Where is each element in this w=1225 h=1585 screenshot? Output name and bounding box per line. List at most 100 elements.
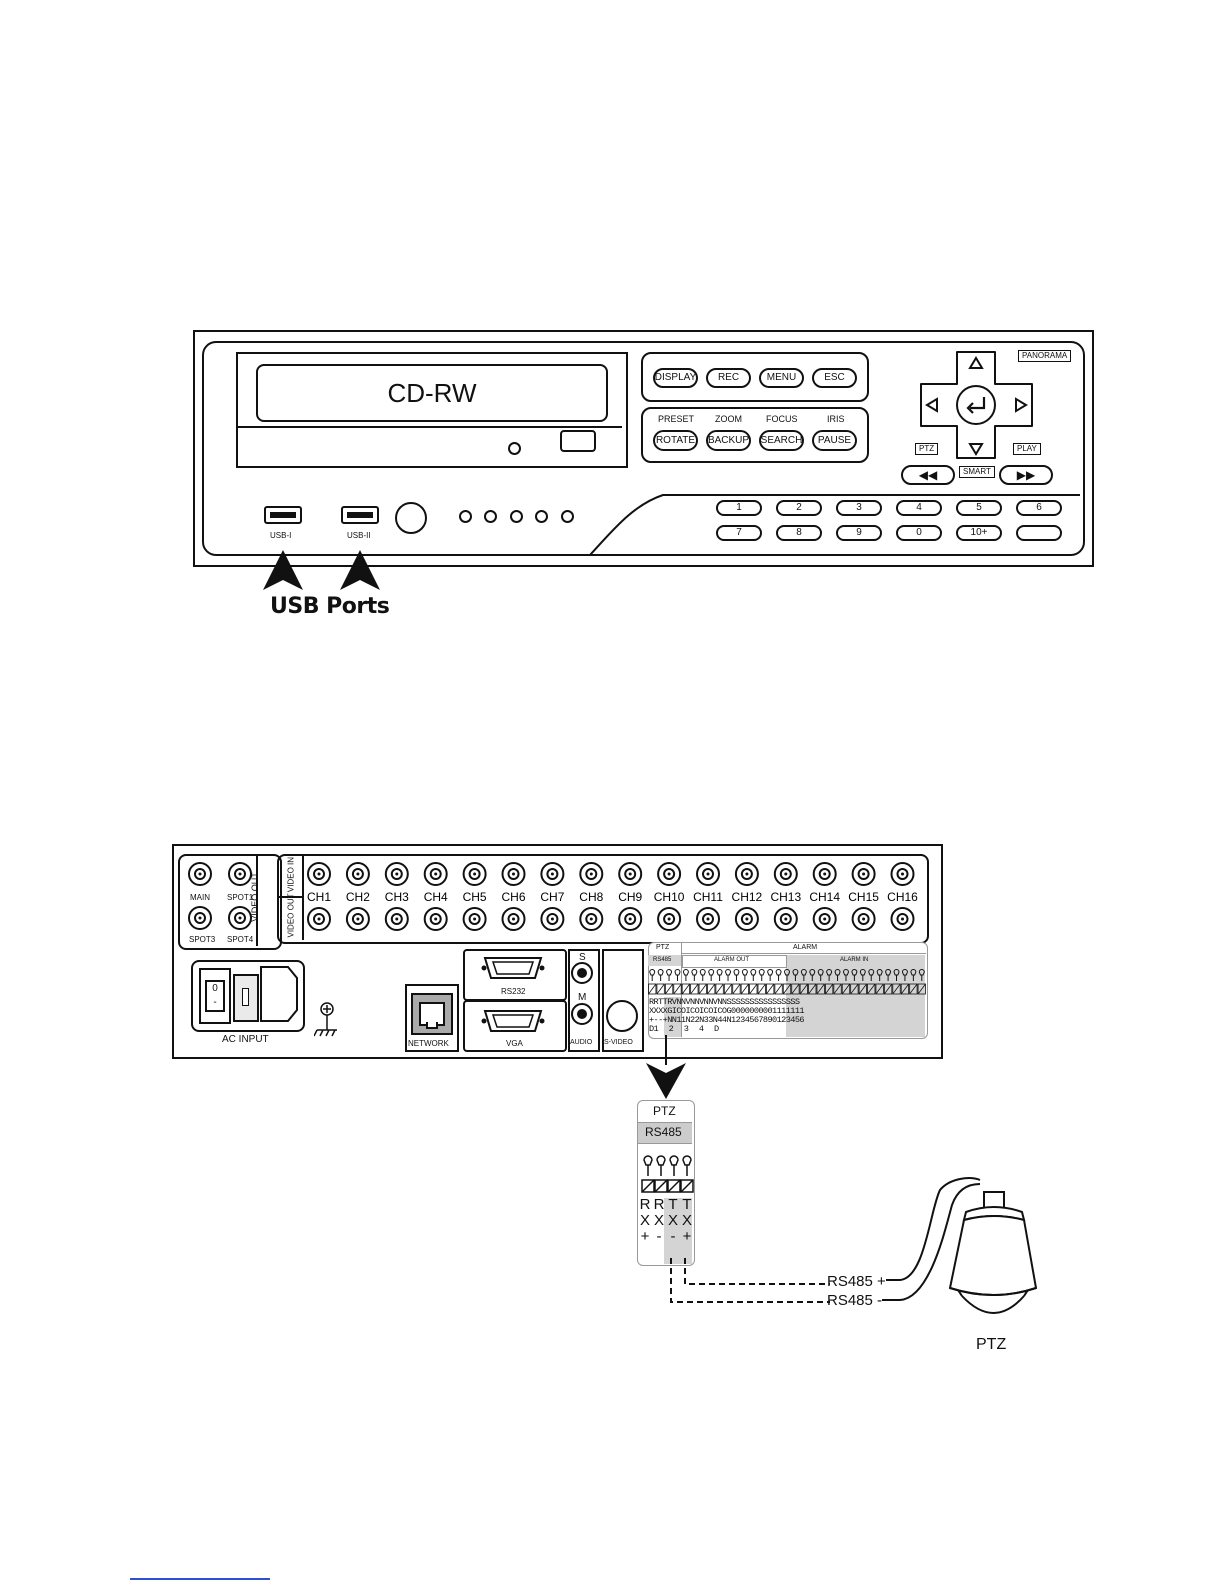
rotate-button[interactable]: ROTATE [653, 430, 698, 451]
bnc-connector-icon[interactable] [696, 907, 720, 931]
bnc-connector-icon[interactable] [890, 862, 915, 886]
terminal-screw-icon [715, 969, 724, 995]
key-blank[interactable] [1016, 525, 1062, 541]
key-0[interactable]: 0 [896, 525, 942, 541]
bnc-connector-icon[interactable] [423, 907, 448, 931]
audio-m-jack[interactable] [571, 1003, 593, 1025]
terminal-screw-icon [883, 969, 893, 995]
bnc-connector-icon[interactable] [462, 862, 487, 886]
network-port[interactable] [411, 993, 453, 1035]
channel-label: CH16 [887, 890, 918, 904]
bnc-connector-icon[interactable] [307, 862, 331, 886]
cd-drive-shelf [238, 426, 622, 428]
terminal-screw-icon [681, 969, 691, 995]
backup-button[interactable]: BACKUP [706, 430, 751, 451]
bnc-connector-icon[interactable] [462, 907, 487, 931]
bnc-connector-icon[interactable] [657, 862, 682, 886]
search-button[interactable]: SEARCH [759, 430, 804, 451]
rec-button[interactable]: REC [706, 368, 751, 388]
key-5[interactable]: 5 [956, 500, 1002, 516]
key-2[interactable]: 2 [776, 500, 822, 516]
terminal-screw-icon [757, 969, 766, 995]
bnc-connector-icon[interactable] [773, 907, 798, 931]
terminal-screw-icon [917, 969, 926, 995]
usb-port-2[interactable] [341, 506, 379, 524]
bnc-connector-icon[interactable] [345, 862, 370, 886]
bnc-connector-icon[interactable] [501, 907, 526, 931]
key-9[interactable]: 9 [836, 525, 882, 541]
audio-m-label: M [578, 992, 587, 1003]
display-button[interactable]: DISPLAY [653, 368, 698, 388]
bnc-connector-icon[interactable] [345, 907, 370, 931]
cd-led-icon [508, 442, 521, 455]
bnc-connector-icon[interactable] [423, 862, 448, 886]
video-out-block-divider [256, 856, 258, 946]
bnc-connector-icon[interactable] [851, 862, 876, 886]
audio-label: AUDIO [570, 1039, 593, 1046]
terminal-screw-icon [740, 969, 749, 995]
terminal-rs485-label: RS485 [653, 957, 672, 963]
video-in-label: VIDEO IN [286, 856, 296, 893]
usb-port-1[interactable] [264, 506, 302, 524]
bnc-connector-icon[interactable] [540, 862, 565, 886]
key-1[interactable]: 1 [716, 500, 762, 516]
pause-button[interactable]: PAUSE [812, 430, 857, 451]
key-7[interactable]: 7 [716, 525, 762, 541]
channel-label: CH15 [848, 890, 879, 904]
bnc-connector-icon[interactable] [618, 862, 643, 886]
bnc-connector-icon[interactable] [734, 907, 759, 931]
channel-label: CH8 [579, 890, 603, 904]
bnc-connector-icon[interactable] [618, 907, 643, 931]
terminal-alarm-label: ALARM [793, 944, 818, 951]
audio-s-label: S [579, 952, 586, 963]
terminal-text: RRTTRVNNVNNVNNVNNSSSSSSSSSSSSSSSS XXXXGI… [649, 998, 925, 1034]
channel-label: CH3 [385, 890, 409, 904]
bnc-connector-icon[interactable] [579, 907, 604, 931]
rewind-button[interactable]: ◀◀ [901, 465, 955, 485]
rs485-minus-label: RS485 - [827, 1292, 883, 1309]
bnc-connector-icon[interactable] [307, 907, 331, 931]
cd-eject-button[interactable] [560, 430, 596, 452]
bnc-connector-icon[interactable] [579, 862, 604, 886]
svideo-jack[interactable] [606, 1000, 638, 1032]
bnc-connector-icon[interactable] [812, 907, 837, 931]
key-3[interactable]: 3 [836, 500, 882, 516]
bnc-connector-icon[interactable] [734, 862, 759, 886]
key-10plus[interactable]: 10+ [956, 525, 1002, 541]
term-x1: X [639, 1212, 650, 1229]
svideo-label: S-VIDEO [604, 1039, 633, 1046]
cd-drive-tray[interactable]: CD-RW [256, 364, 608, 422]
terminal-screw-icon [825, 969, 834, 995]
key-4[interactable]: 4 [896, 500, 942, 516]
bnc-connector-icon[interactable] [851, 907, 876, 931]
key-6[interactable]: 6 [1016, 500, 1062, 516]
bnc-connector-icon[interactable] [540, 907, 565, 931]
direction-pad[interactable] [918, 350, 1036, 462]
tx-shade [664, 997, 681, 1037]
terminal-screw-icon [673, 969, 682, 995]
bnc-connector-icon[interactable] [773, 862, 798, 886]
power-switch[interactable]: 0- [199, 968, 231, 1024]
terminal-alarm-in-label: ALARM IN [840, 957, 869, 963]
bnc-connector-icon[interactable] [501, 862, 526, 886]
bnc-connector-icon[interactable] [384, 907, 409, 931]
terminal-screw-icon [732, 969, 741, 995]
bnc-connector-icon[interactable] [812, 862, 837, 886]
terminal-screw-icon [707, 969, 716, 995]
bnc-connector-icon[interactable] [696, 862, 720, 886]
menu-button[interactable]: MENU [759, 368, 804, 388]
channel-label: CH5 [463, 890, 487, 904]
bnc-connector-icon[interactable] [384, 862, 409, 886]
ptz-camera-label: PTZ [976, 1336, 1007, 1353]
bnc-connector-icon[interactable] [890, 907, 915, 931]
fast-forward-button[interactable]: ▶▶ [999, 465, 1053, 485]
esc-button[interactable]: ESC [812, 368, 857, 388]
bnc-connector-icon[interactable] [657, 907, 682, 931]
rs232-port[interactable] [481, 955, 545, 981]
key-8[interactable]: 8 [776, 525, 822, 541]
vga-port[interactable] [481, 1008, 545, 1034]
terminal-screw-icon [875, 969, 884, 995]
audio-s-jack[interactable] [571, 962, 593, 984]
ptz-detail-terminals: R R T T X X X X + - - + [638, 1197, 694, 1245]
channel-block [277, 854, 929, 944]
